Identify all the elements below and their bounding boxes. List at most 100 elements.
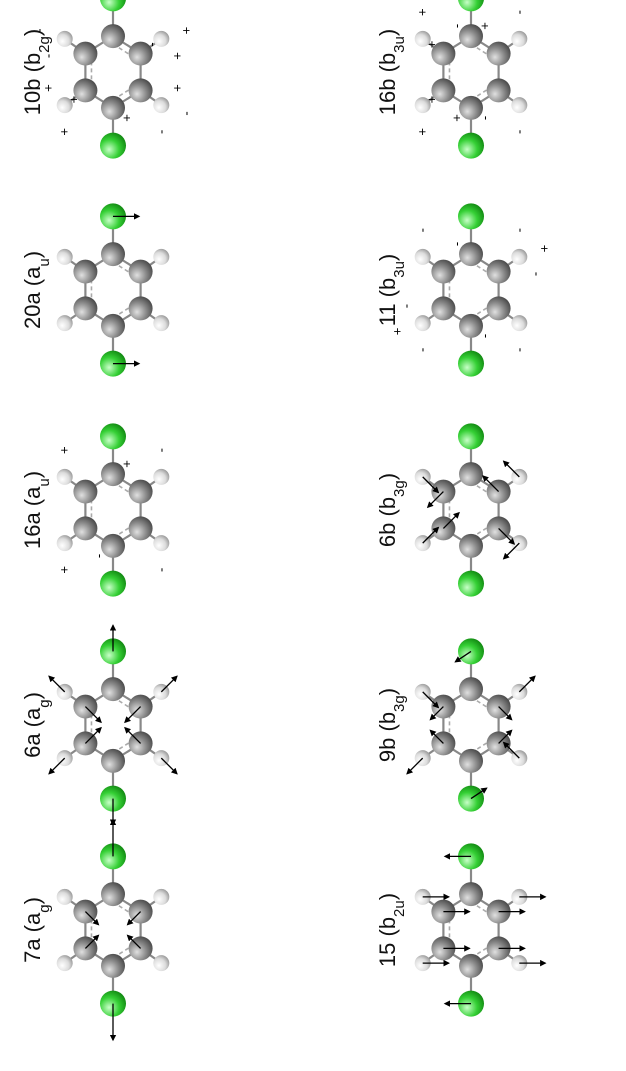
mode-number: 7a (a	[20, 912, 45, 963]
displacement-arrow	[482, 475, 500, 493]
carbon-atom	[459, 533, 483, 558]
carbon-atom	[101, 95, 125, 120]
chlorine-atom	[458, 350, 484, 377]
phase-sign: -	[449, 24, 464, 28]
displacement-arrow	[422, 526, 440, 544]
displacement-arrow	[429, 706, 444, 721]
hydrogen-atom	[511, 315, 528, 332]
displacement-arrow	[84, 706, 102, 724]
phase-sign: -	[477, 116, 492, 120]
hydrogen-atom	[414, 30, 431, 47]
phase-sign: -	[31, 28, 46, 32]
mode-symmetry-subscript: g	[36, 699, 53, 707]
hydrogen-atom	[56, 468, 73, 485]
carbon-atom	[486, 78, 511, 103]
displacement-arrow	[124, 706, 142, 724]
carbon-atom	[459, 95, 483, 120]
displacement-arrow	[454, 650, 472, 663]
carbon-atom	[101, 462, 125, 487]
hydrogen-atom	[511, 97, 528, 114]
mode-symmetry-subscript: u	[36, 258, 53, 266]
carbon-atom	[73, 259, 98, 284]
phase-sign: +	[119, 460, 134, 468]
mode-symmetry-subscript: u	[36, 478, 53, 486]
carbon-atom	[128, 296, 153, 321]
mode-panel-6b	[414, 423, 528, 597]
phase-sign: -	[153, 448, 168, 452]
mode-label: 6a (ag)	[20, 692, 53, 758]
mode-panel-9b	[406, 638, 536, 812]
displacement-arrow	[84, 726, 102, 744]
carbon-atom	[431, 41, 456, 66]
hydrogen-atom	[153, 468, 170, 485]
carbon-atom	[459, 24, 483, 49]
carbon-atom	[459, 242, 483, 267]
carbon-atom	[101, 242, 125, 267]
hydrogen-atom	[56, 30, 73, 47]
carbon-atom	[73, 78, 98, 103]
phase-sign: -	[91, 554, 106, 558]
carbon-atom	[128, 259, 153, 284]
mode-label-close: )	[20, 897, 45, 904]
chlorine-atom	[100, 785, 126, 812]
mode-label-close: )	[375, 254, 400, 261]
chlorine-atom	[458, 570, 484, 597]
mode-symmetry-subscript: g	[36, 904, 53, 912]
carbon-atom	[101, 882, 125, 907]
mode-symmetry-subscript: 2u	[391, 900, 408, 917]
chlorine-atom	[458, 132, 484, 159]
carbon-atom	[459, 953, 483, 978]
carbon-atom	[128, 41, 153, 66]
displacement-arrow	[498, 729, 513, 744]
phase-sign: -	[415, 228, 430, 232]
carbon-atom	[73, 516, 98, 541]
displacement-arrow	[442, 511, 460, 529]
mode-symmetry-subscript: 2g	[36, 36, 53, 53]
hydrogen-atom	[511, 30, 528, 47]
chlorine-atom	[100, 423, 126, 450]
mode-label-close: )	[20, 251, 45, 258]
mode-symmetry-subscript: 3u	[391, 36, 408, 53]
hydrogen-atom	[56, 97, 73, 114]
mode-label-close: )	[20, 471, 45, 478]
mode-symmetry-subscript: 3g	[391, 480, 408, 497]
hydrogen-atom	[153, 955, 170, 972]
phase-sign: -	[415, 348, 430, 352]
mode-number: 16a (a	[20, 486, 45, 549]
chlorine-atom	[458, 423, 484, 450]
mode-label: 16a (au)	[20, 471, 53, 549]
carbon-atom	[486, 259, 511, 284]
carbon-atom	[73, 296, 98, 321]
mode-label: 15 (b2u)	[375, 893, 408, 967]
phase-sign: -	[153, 568, 168, 572]
chlorine-atom	[100, 132, 126, 159]
carbon-atom	[459, 882, 483, 907]
mode-label: 20a (au)	[20, 251, 53, 329]
phase-sign: -	[399, 304, 414, 308]
chlorine-atom	[100, 843, 126, 870]
carbon-atom	[459, 677, 483, 702]
carbon-atom	[486, 41, 511, 66]
hydrogen-atom	[56, 535, 73, 552]
mode-number: 11 (b	[375, 278, 400, 327]
phase-sign: +	[41, 84, 56, 92]
hydrogen-atom	[56, 888, 73, 905]
phase-sign: +	[415, 8, 430, 16]
displacement-arrow	[502, 741, 520, 759]
phase-sign: +	[477, 22, 492, 30]
mode-label-close: )	[20, 29, 45, 36]
displacement-arrow	[498, 706, 513, 721]
carbon-atom	[459, 462, 483, 487]
carbon-atom	[101, 313, 125, 338]
mode-number: 16b (b	[375, 53, 400, 115]
mode-number: 20a (a	[20, 266, 45, 329]
carbon-atom	[459, 313, 483, 338]
mode-number: 9b (b	[375, 712, 400, 762]
carbon-atom	[73, 479, 98, 504]
mode-number: 6b (b	[375, 497, 400, 547]
phase-sign: +	[415, 128, 430, 136]
mode-panel-15	[414, 843, 547, 1017]
hydrogen-atom	[153, 315, 170, 332]
displacement-arrow	[126, 911, 142, 926]
